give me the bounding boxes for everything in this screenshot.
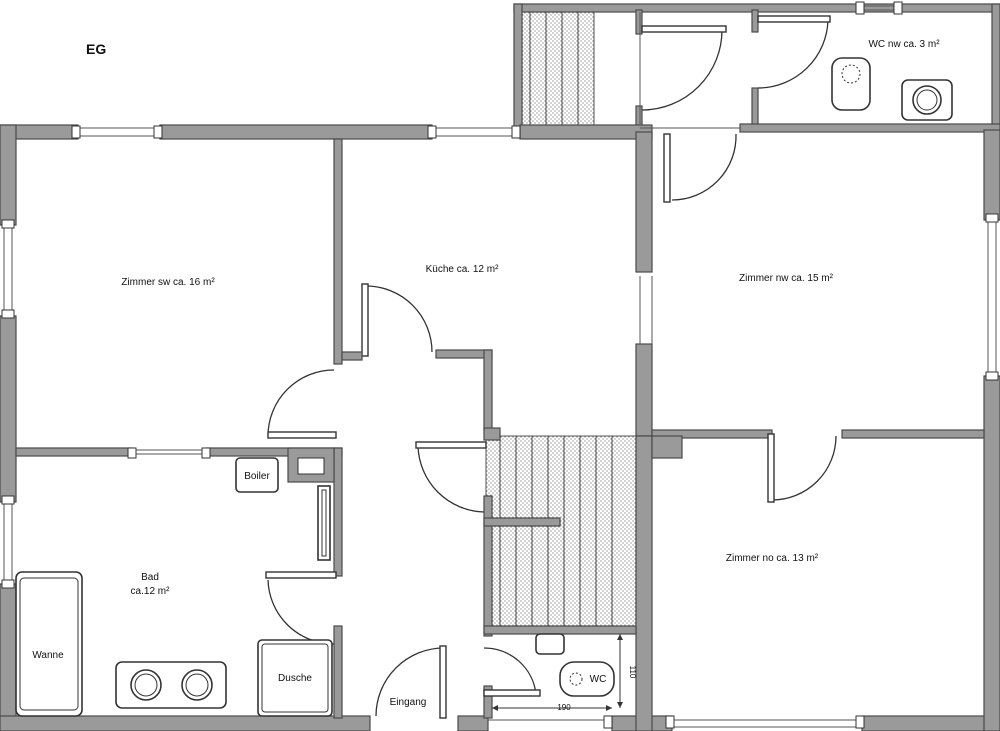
stairs-top	[513, 9, 595, 128]
stairs-center	[485, 435, 637, 627]
toilet-label: WC	[590, 674, 607, 685]
floor-label: EG	[86, 41, 106, 57]
shower-label: Dusche	[278, 673, 312, 684]
fixtures	[15, 57, 953, 717]
room-label-zimmer-no: Zimmer no ca. 13 m²	[726, 553, 819, 564]
room-area-bad: ca.12 m²	[131, 586, 171, 597]
room-label-zimmer-nw: Zimmer nw ca. 15 m²	[739, 273, 834, 284]
bathtub-label: Wanne	[32, 650, 64, 661]
room-label-kueche: Küche ca. 12 m²	[426, 264, 499, 275]
doors	[265, 15, 837, 719]
room-label-bad: Bad	[141, 572, 159, 583]
room-label-wc-nw: WC nw ca. 3 m²	[868, 39, 940, 50]
walls	[0, 3, 1000, 731]
dimension-height-label: 110	[628, 666, 637, 679]
room-label-zimmer-sw: Zimmer sw ca. 16 m²	[121, 277, 215, 288]
boiler-label: Boiler	[244, 471, 270, 482]
dimension-width-label: 190	[557, 703, 571, 712]
entrance-label: Eingang	[390, 697, 427, 708]
